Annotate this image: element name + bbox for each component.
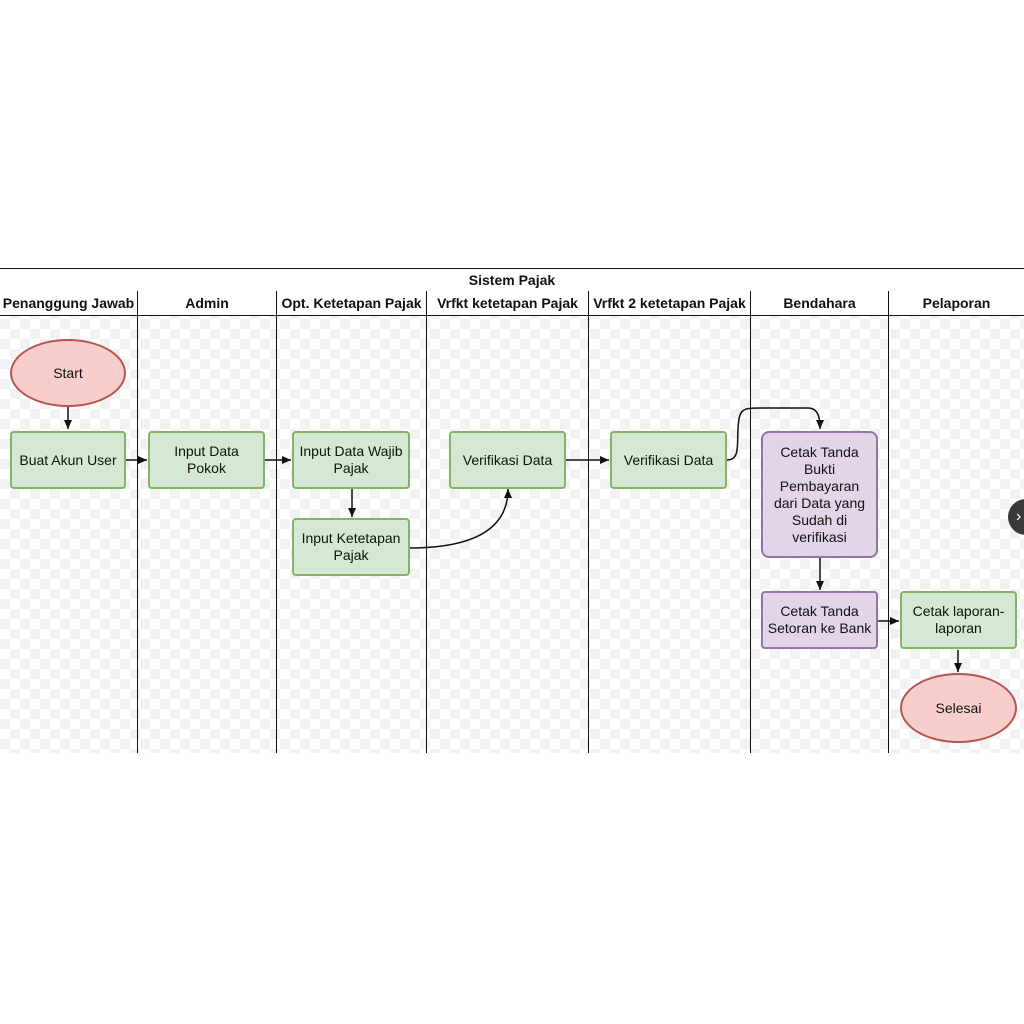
selesai-node: Selesai (900, 673, 1017, 743)
input-data-pokok-node: Input Data Pokok (148, 431, 265, 489)
diagram-title: Sistem Pajak (0, 269, 1024, 292)
lane-header-vrfkt-ketetapan-pajak: Vrfkt ketetapan Pajak (427, 291, 588, 316)
cetak-tanda-setoran-node: Cetak Tanda Setoran ke Bank (761, 591, 878, 649)
chevron-right-icon[interactable]: › (1008, 499, 1024, 535)
lane-header-penanggung-jawab: Penanggung Jawab (0, 291, 137, 316)
swimlane-diagram: Sistem Pajak Penanggung Jawab Admin Opt.… (0, 268, 1024, 753)
cetak-laporan-node: Cetak laporan-laporan (900, 591, 1017, 649)
verifikasi-data-2-node: Verifikasi Data (610, 431, 727, 489)
arrow-input-ketetapan-to-verifikasi-1 (408, 488, 512, 549)
buat-akun-user-node: Buat Akun User (10, 431, 126, 489)
lane-header-opt-ketetapan-pajak: Opt. Ketetapan Pajak (277, 291, 426, 316)
lane-header-bendahara: Bendahara (751, 291, 888, 316)
lane-header-admin: Admin (138, 291, 276, 316)
verifikasi-data-node: Verifikasi Data (449, 431, 566, 489)
lane-divider (276, 291, 277, 753)
input-data-wajib-pajak-node: Input Data Wajib Pajak (292, 431, 410, 489)
lane-divider (137, 291, 138, 753)
cetak-tanda-bukti-node: Cetak Tanda Bukti Pembayaran dari Data y… (761, 431, 878, 558)
lane-header-pelaporan: Pelaporan (889, 291, 1024, 316)
lane-divider (588, 291, 589, 753)
lane-header-vrfkt-2-ketetapan-pajak: Vrfkt 2 ketetapan Pajak (589, 291, 750, 316)
start-node: Start (10, 339, 126, 407)
lane-divider (426, 291, 427, 753)
input-ketetapan-pajak-node: Input Ketetapan Pajak (292, 518, 410, 576)
lane-divider (750, 291, 751, 753)
lane-divider (888, 291, 889, 753)
